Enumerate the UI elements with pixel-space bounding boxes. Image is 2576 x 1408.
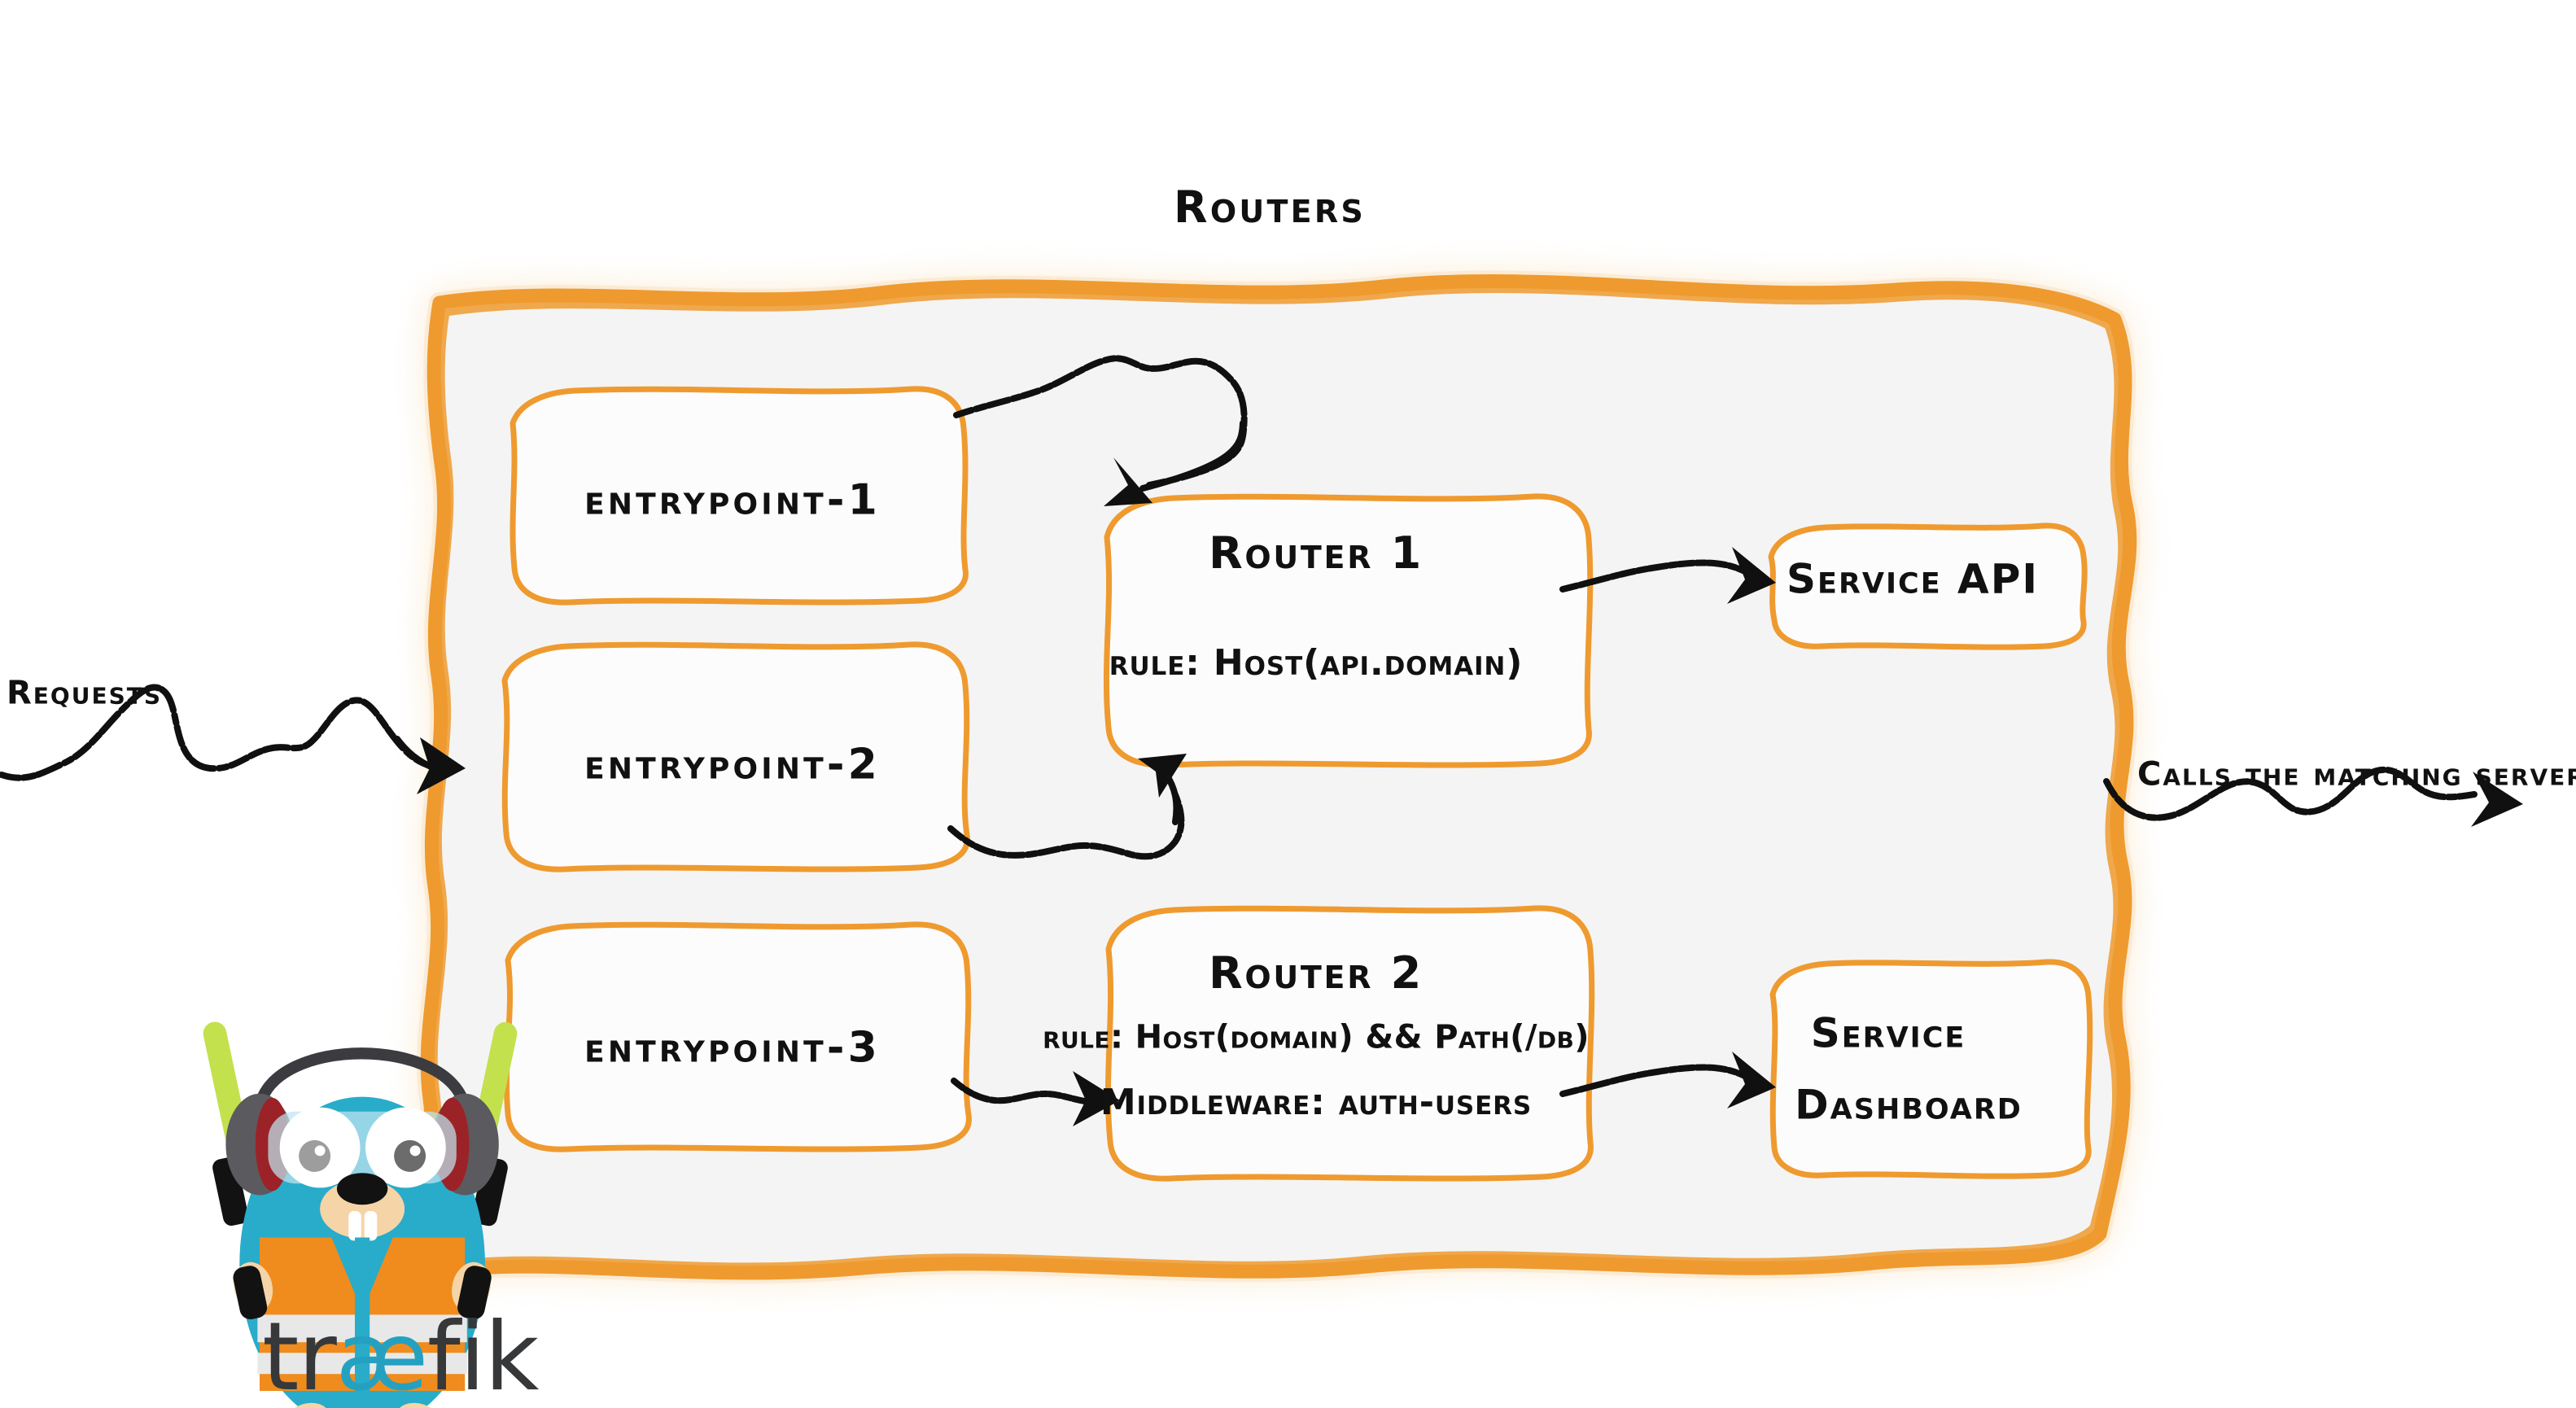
entrypoint-2-label: entrypoint-2 [584,740,881,789]
gopher-muzzle [320,1173,405,1241]
entrypoint-1-label: entrypoint-1 [584,475,881,525]
arrow-router1-to-service-api [1559,547,1776,604]
router-2-box[interactable] [1104,905,1595,1182]
service-dashboard-label-line2: Dashboard [1795,1081,2023,1129]
matching-server-label: Calls the matching server [2137,755,2576,794]
wordmark-part-2: æ [335,1302,428,1408]
router-1-rule: rule: Host(api.domain) [1109,642,1524,684]
arrow-entrypoint1-to-router1 [953,355,1248,506]
entrypoint-1-box[interactable] [510,386,969,606]
traefik-gopher-mascot [203,1021,518,1408]
page-title: Routers [1174,181,1366,234]
entrypoint-3-box[interactable] [503,921,972,1152]
requests-label: Requests [7,674,163,712]
arrow-entrypoint2-to-router1 [947,754,1187,860]
arrow-router2-to-service-dashboard [1559,1052,1776,1108]
traefik-logo-wordmark: træfik [262,1310,539,1405]
entrypoint-3-label: entrypoint-3 [584,1023,881,1073]
router-1-title: Router 1 [1209,527,1424,579]
router-2-rule: rule: Host(domain) && Path(/db) [1043,1018,1590,1056]
arrow-entrypoint3-to-router2 [951,1071,1120,1126]
wordmark-part-3: fik [426,1302,539,1408]
headphone-band [253,1047,471,1113]
arrow-panel-to-matching-server [2103,766,2523,827]
gopher-eyes [279,1107,446,1188]
router-2-middleware: Middleware: auth-users [1100,1082,1533,1124]
service-api-box[interactable] [1768,523,2088,650]
service-dashboard-label-line1: Service [1810,1009,1966,1057]
entrypoint-2-box[interactable] [501,641,970,872]
service-dashboard-box[interactable] [1769,959,2093,1179]
connection-arrows [0,355,2523,1126]
wordmark-part-1: tr [262,1302,337,1408]
arrow-requests-to-panel [0,684,466,794]
service-api-label: Service API [1787,555,2039,603]
router-1-box[interactable] [1103,493,1594,768]
safety-vest [257,1237,467,1394]
router-2-title: Router 2 [1209,947,1424,999]
